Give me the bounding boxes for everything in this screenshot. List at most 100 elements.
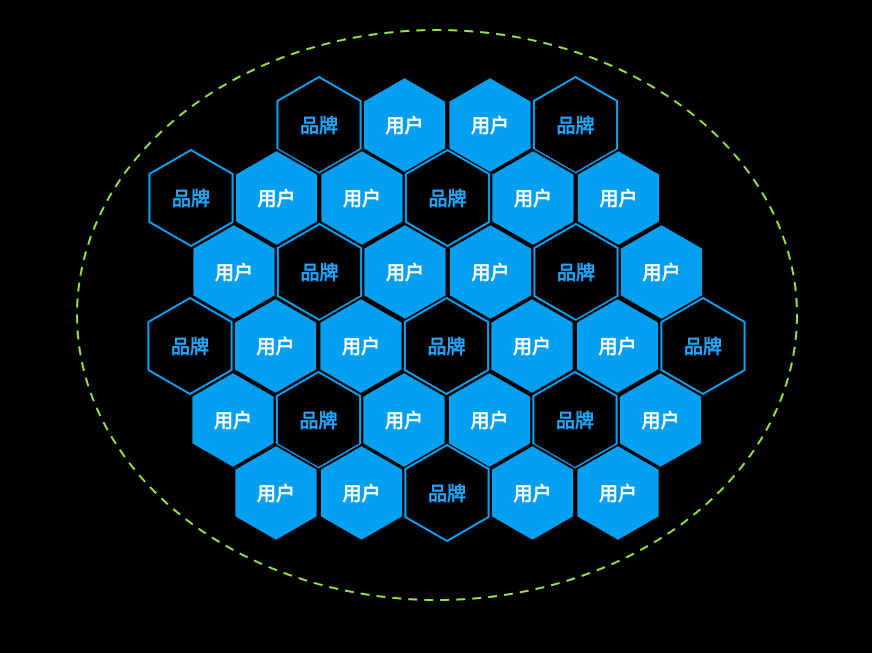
- user-hexagon-shape: [361, 370, 447, 470]
- user-hexagon-shape: [489, 296, 575, 396]
- user-hexagon-shape: [447, 222, 534, 322]
- brand-hexagon: 品牌: [404, 148, 491, 248]
- user-hexagon: 用户: [617, 370, 704, 470]
- user-hexagon-shape: [361, 75, 448, 175]
- user-hexagon-label: 用户: [342, 482, 380, 505]
- hexagon-grid: 品牌用户用户品牌品牌用户用户品牌用户用户用户品牌用户用户品牌用户品牌用户用户品牌…: [147, 75, 746, 543]
- brand-hexagon-shape: [404, 443, 490, 543]
- user-hexagon: 用户: [447, 75, 533, 175]
- user-hexagon-shape: [618, 222, 705, 322]
- brand-hexagon-shape: [532, 370, 618, 470]
- user-hexagon-shape: [318, 443, 405, 543]
- user-hexagon-label: 用户: [343, 187, 381, 210]
- brand-hexagon-label: 品牌: [299, 409, 337, 432]
- brand-hexagon-label: 品牌: [300, 114, 338, 137]
- user-hexagon: 用户: [489, 296, 575, 396]
- user-hexagon: 用户: [232, 296, 319, 396]
- user-hexagon-label: 用户: [342, 335, 380, 358]
- user-hexagon-shape: [575, 148, 662, 248]
- brand-hexagon-label: 品牌: [428, 482, 466, 505]
- user-hexagon-label: 用户: [598, 335, 636, 358]
- user-hexagon-shape: [447, 75, 533, 175]
- brand-hexagon: 品牌: [276, 222, 363, 322]
- brand-hexagon-label: 品牌: [171, 335, 209, 358]
- user-hexagon-label: 用户: [642, 261, 680, 284]
- user-hexagon-label: 用户: [214, 409, 252, 432]
- brand-hexagon-label: 品牌: [300, 261, 338, 284]
- brand-hexagon-label: 品牌: [556, 409, 594, 432]
- brand-hexagon: 品牌: [403, 296, 490, 396]
- brand-hexagon-shape: [660, 296, 746, 396]
- brand-hexagon-shape: [404, 148, 491, 248]
- brand-hexagon-label: 品牌: [427, 335, 465, 358]
- user-hexagon: 用户: [233, 443, 319, 543]
- user-hexagon-shape: [232, 296, 319, 396]
- brand-hexagon: 品牌: [404, 443, 490, 543]
- brand-hexagon: 品牌: [533, 222, 619, 322]
- user-hexagon-label: 用户: [256, 335, 294, 358]
- brand-hexagon: 品牌: [660, 296, 746, 396]
- brand-hexagon-label: 品牌: [556, 114, 594, 137]
- brand-hexagon: 品牌: [148, 148, 234, 248]
- user-hexagon: 用户: [575, 148, 662, 248]
- brand-hexagon-shape: [403, 296, 490, 396]
- brand-hexagon-shape: [533, 222, 619, 322]
- brand-hexagon-shape: [148, 148, 234, 248]
- user-hexagon-shape: [362, 222, 448, 322]
- user-hexagon: 用户: [361, 370, 447, 470]
- user-hexagon-label: 用户: [513, 335, 551, 358]
- user-hexagon-label: 用户: [641, 409, 679, 432]
- user-hexagon: 用户: [318, 443, 405, 543]
- user-hexagon-label: 用户: [514, 187, 552, 210]
- user-hexagon-shape: [190, 370, 276, 470]
- user-hexagon-shape: [574, 296, 661, 396]
- user-hexagon: 用户: [574, 296, 661, 396]
- user-hexagon-shape: [319, 148, 405, 248]
- user-hexagon: 用户: [575, 443, 661, 543]
- user-hexagon-label: 用户: [385, 409, 423, 432]
- brand-hexagon-shape: [275, 370, 362, 470]
- user-hexagon: 用户: [361, 75, 448, 175]
- user-hexagon-label: 用户: [599, 482, 637, 505]
- brand-hexagon: 品牌: [276, 75, 362, 175]
- user-hexagon-shape: [233, 443, 319, 543]
- user-hexagon: 用户: [362, 222, 448, 322]
- brand-hexagon-label: 品牌: [684, 335, 722, 358]
- user-hexagon-label: 用户: [470, 409, 508, 432]
- brand-hexagon: 品牌: [532, 370, 618, 470]
- brand-hexagon-shape: [276, 75, 362, 175]
- brand-hexagon-shape: [147, 296, 233, 396]
- user-hexagon: 用户: [489, 443, 576, 543]
- user-hexagon: 用户: [447, 222, 534, 322]
- user-hexagon-label: 用户: [513, 482, 551, 505]
- user-hexagon: 用户: [490, 148, 576, 248]
- user-hexagon-label: 用户: [386, 261, 424, 284]
- user-hexagon-label: 用户: [385, 114, 423, 137]
- user-hexagon-shape: [575, 443, 661, 543]
- user-hexagon: 用户: [233, 148, 320, 248]
- user-hexagon-label: 用户: [471, 261, 509, 284]
- brand-hexagon: 品牌: [275, 370, 362, 470]
- user-hexagon: 用户: [190, 370, 276, 470]
- user-hexagon: 用户: [446, 370, 533, 470]
- user-hexagon: 用户: [319, 148, 405, 248]
- user-hexagon-label: 用户: [215, 261, 253, 284]
- user-hexagon-label: 用户: [257, 187, 295, 210]
- brand-hexagon-label: 品牌: [428, 187, 466, 210]
- user-hexagon-shape: [490, 148, 576, 248]
- brand-hexagon-shape: [532, 75, 619, 175]
- user-hexagon-shape: [446, 370, 533, 470]
- user-hexagon: 用户: [318, 296, 404, 396]
- user-hexagon-shape: [233, 148, 320, 248]
- user-hexagon-shape: [318, 296, 404, 396]
- user-hexagon-label: 用户: [599, 187, 637, 210]
- brand-hexagon-shape: [276, 222, 363, 322]
- user-hexagon-label: 用户: [257, 482, 295, 505]
- user-hexagon-shape: [191, 222, 277, 322]
- user-hexagon: 用户: [618, 222, 705, 322]
- dashed-boundary-ellipse: [76, 29, 798, 601]
- brand-hexagon-label: 品牌: [172, 187, 210, 210]
- user-hexagon: 用户: [191, 222, 277, 322]
- user-hexagon-shape: [489, 443, 576, 543]
